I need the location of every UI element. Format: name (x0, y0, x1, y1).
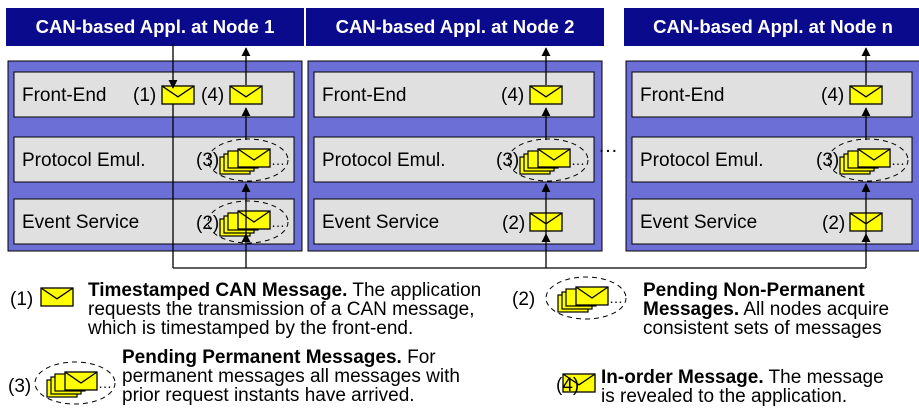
marker-label: (2) (822, 213, 845, 234)
layer-label: Event Service (22, 212, 139, 233)
ellipsis-dots: … (571, 152, 585, 168)
layer-label: Front-End (640, 85, 724, 106)
node-header-title: CAN-based Appl. at Node n (653, 16, 893, 37)
layer-label: Event Service (640, 212, 757, 233)
marker-label: (4) (201, 85, 224, 106)
marker-label: (2) (502, 213, 525, 234)
layer-label: Protocol Emul. (22, 150, 146, 171)
legend-title: Timestamped CAN Message. (88, 280, 348, 301)
legend-text: In-order Message. The message is reveale… (601, 367, 884, 407)
node-1: CAN-based Appl. at Node 1 Front-EndProtoc… (6, 8, 304, 252)
layer-label: Front-End (22, 85, 106, 106)
ellipsis-dots: … (891, 152, 905, 168)
node-header (306, 8, 604, 46)
legend-number: (3) (8, 376, 32, 397)
envelope-icon (562, 373, 596, 393)
envelope-stack-dashed-icon: … (34, 361, 116, 405)
marker-label: (2) (196, 213, 219, 234)
marker-label: (1) (133, 85, 156, 106)
ellipsis-dots: … (271, 152, 285, 168)
layer-label: Front-End (322, 85, 406, 106)
legend-text: Pending Permanent Messages. For permanen… (122, 347, 460, 406)
envelope-icon (161, 85, 195, 105)
layer-label: Protocol Emul. (640, 150, 764, 171)
ellipsis-dots: … (609, 290, 623, 306)
envelope-stack-dashed-icon: … (507, 138, 589, 182)
marker-label: (4) (501, 85, 524, 106)
envelope-stack-dashed-icon: … (545, 276, 627, 320)
envelope-icon (229, 85, 263, 105)
node-header (624, 8, 919, 46)
envelope-icon (849, 85, 883, 105)
envelope-icon (529, 85, 563, 105)
envelope-icon (40, 287, 74, 307)
envelope-stack-dashed-icon: … (207, 138, 289, 182)
node-header-title: CAN-based Appl. at Node 1 (36, 16, 275, 37)
node-header-title: CAN-based Appl. at Node 2 (336, 16, 575, 37)
envelope-stack-dashed-icon: … (207, 200, 289, 244)
ellipsis-dots: … (271, 214, 285, 230)
marker-label: (4) (821, 85, 844, 106)
node-2: CAN-based Appl. at Node 2 Front-EndProtoc… (306, 8, 604, 252)
node-3: CAN-based Appl. at Node n Front-EndProtoc… (624, 8, 919, 252)
layer-label: Protocol Emul. (322, 150, 446, 171)
nodes-ellipsis: … (598, 135, 618, 157)
marker-label: (3) (816, 150, 839, 171)
legend-number: (4) (556, 375, 580, 396)
legend-number: (2) (512, 289, 536, 310)
legend-number: (1) (10, 289, 34, 310)
marker-label: (3) (196, 150, 219, 171)
node-header (6, 8, 304, 46)
marker-label: (3) (496, 150, 519, 171)
legend-text: Pending Non-Permanent Messages. All node… (643, 280, 890, 339)
envelope-stack-dashed-icon: … (827, 138, 909, 182)
layer-label: Event Service (322, 212, 439, 233)
legend-text: Timestamped CAN Message. The application… (88, 280, 482, 339)
ellipsis-dots: … (98, 375, 112, 391)
